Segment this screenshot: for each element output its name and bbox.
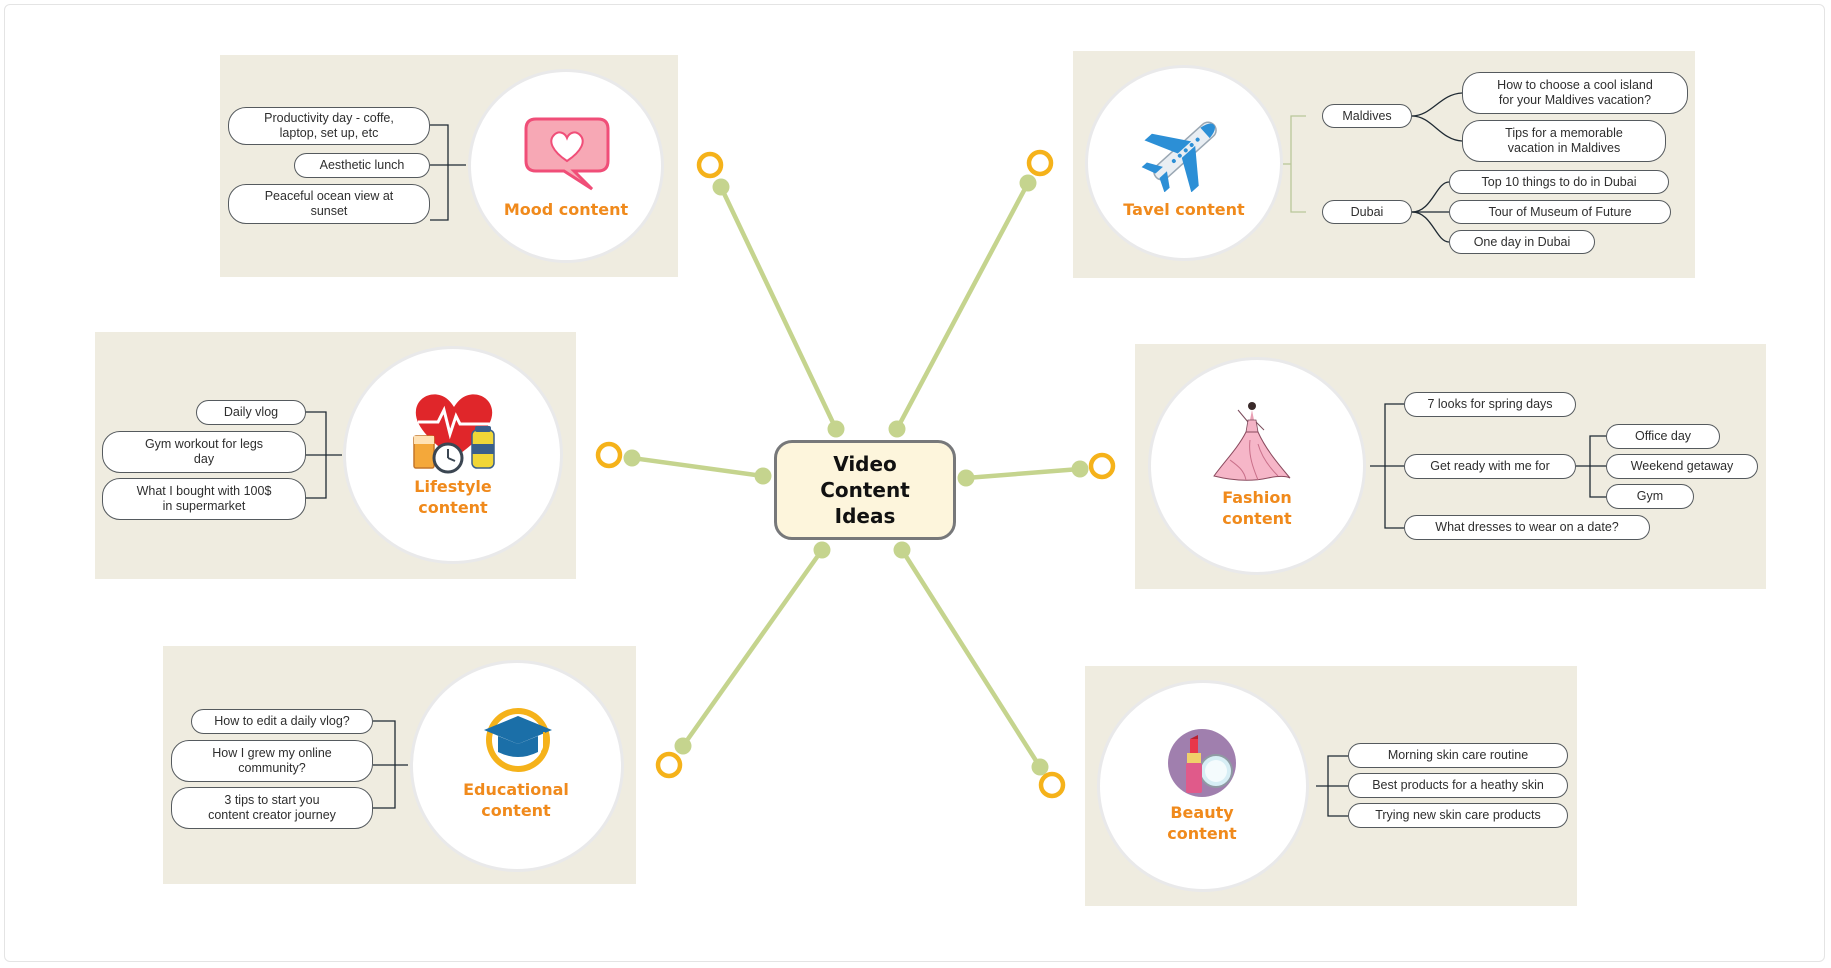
educational-item-creator-tips[interactable]: 3 tips to start you content creator jour… — [171, 787, 373, 829]
educational-title-line2: content — [481, 801, 551, 820]
heart-speech-bubble-icon — [522, 115, 612, 198]
beauty-item-best-products[interactable]: Best products for a heathy skin — [1348, 773, 1568, 798]
lipstick-mirror-icon — [1166, 727, 1242, 808]
lifestyle-title-line1: Lifestyle — [414, 477, 492, 496]
mood-item-aesthetic-lunch[interactable]: Aesthetic lunch — [294, 153, 430, 178]
graduation-cap-icon — [478, 706, 558, 781]
fashion-subitem-office-day[interactable]: Office day — [1606, 424, 1720, 449]
travel-group-dubai[interactable]: Dubai — [1322, 200, 1412, 224]
educational-item-edit-vlog[interactable]: How to edit a daily vlog? — [191, 709, 373, 734]
travel-item-memorable-vacation[interactable]: Tips for a memorable vacation in Maldive… — [1462, 120, 1666, 162]
heart-fitness-icon — [408, 388, 498, 481]
beauty-title-line1: Beauty — [1170, 803, 1234, 822]
mood-item-productivity[interactable]: Productivity day - coffe, laptop, set up… — [228, 107, 430, 145]
fashion-item-spring-looks[interactable]: 7 looks for spring days — [1404, 392, 1576, 417]
beauty-item-morning-routine[interactable]: Morning skin care routine — [1348, 743, 1568, 768]
canvas-frame — [4, 4, 1825, 962]
beauty-title-line2: content — [1167, 824, 1237, 843]
lifestyle-title-line2: content — [418, 498, 488, 517]
central-topic[interactable]: Video Content Ideas — [774, 440, 956, 540]
travel-item-one-day-dubai[interactable]: One day in Dubai — [1449, 230, 1595, 254]
fashion-title-line1: Fashion — [1222, 488, 1292, 507]
beauty-item-new-products[interactable]: Trying new skin care products — [1348, 803, 1568, 828]
travel-group-maldives[interactable]: Maldives — [1322, 104, 1412, 128]
lifestyle-item-gym-workout[interactable]: Gym workout for legs day — [102, 431, 306, 473]
fashion-subitem-gym[interactable]: Gym — [1606, 484, 1694, 509]
travel-item-museum-future[interactable]: Tour of Museum of Future — [1449, 200, 1671, 224]
lifestyle-topic-title: Lifestyle content — [363, 476, 543, 518]
travel-topic-title: Tavel content — [1123, 200, 1245, 219]
lifestyle-item-supermarket[interactable]: What I bought with 100$ in supermarket — [102, 478, 306, 520]
mood-topic-title: Mood content — [503, 200, 629, 219]
educational-title-line1: Educational — [463, 780, 569, 799]
travel-item-top-10-dubai[interactable]: Top 10 things to do in Dubai — [1449, 170, 1669, 194]
travel-item-choose-island[interactable]: How to choose a cool island for your Mal… — [1462, 72, 1688, 114]
educational-item-grew-community[interactable]: How I grew my online community? — [171, 740, 373, 782]
mood-item-ocean-view[interactable]: Peaceful ocean view at sunset — [228, 184, 430, 224]
fashion-item-get-ready[interactable]: Get ready with me for — [1404, 454, 1576, 479]
fashion-subitem-weekend-getaway[interactable]: Weekend getaway — [1606, 454, 1758, 479]
dress-model-icon — [1210, 400, 1294, 489]
airplane-icon — [1140, 110, 1230, 197]
beauty-topic-title: Beauty content — [1112, 802, 1292, 844]
fashion-item-date-dresses[interactable]: What dresses to wear on a date? — [1404, 515, 1650, 540]
lifestyle-item-daily-vlog[interactable]: Daily vlog — [196, 400, 306, 425]
fashion-title-line2: content — [1222, 509, 1292, 528]
educational-topic-title: Educational content — [426, 779, 606, 821]
fashion-topic-title: Fashion content — [1167, 487, 1347, 529]
